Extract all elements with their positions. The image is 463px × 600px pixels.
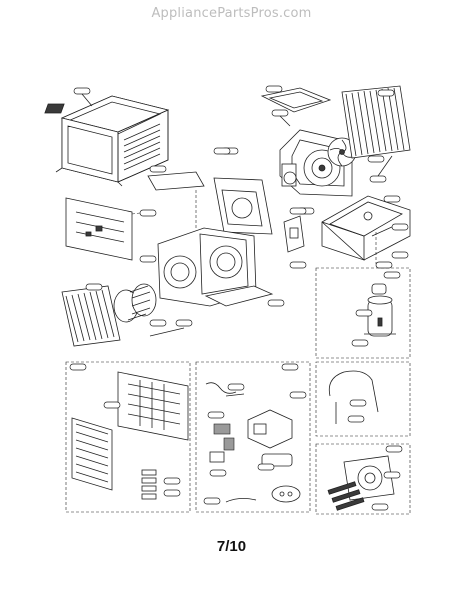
grille-box [65,361,191,513]
grille-icon [71,371,189,500]
control-board-icon [203,382,307,505]
motor-bracket [283,207,307,269]
watermark: AppliancePartsPros.com [151,6,312,21]
control-box [195,361,311,513]
cabinet-icon [44,87,170,187]
base-pan [321,195,411,264]
motor-box [315,443,411,515]
piping-box [315,361,411,437]
blower-wheel-icon [113,283,193,337]
condenser-coil-icon [341,85,411,183]
filter-icon [65,197,157,261]
page-number: 7/10 [216,538,247,555]
blower-housing [139,147,285,307]
compressor-icon [351,271,401,347]
compressor-box [315,261,411,359]
coil-icon [61,283,121,347]
motor-icon [327,455,401,511]
